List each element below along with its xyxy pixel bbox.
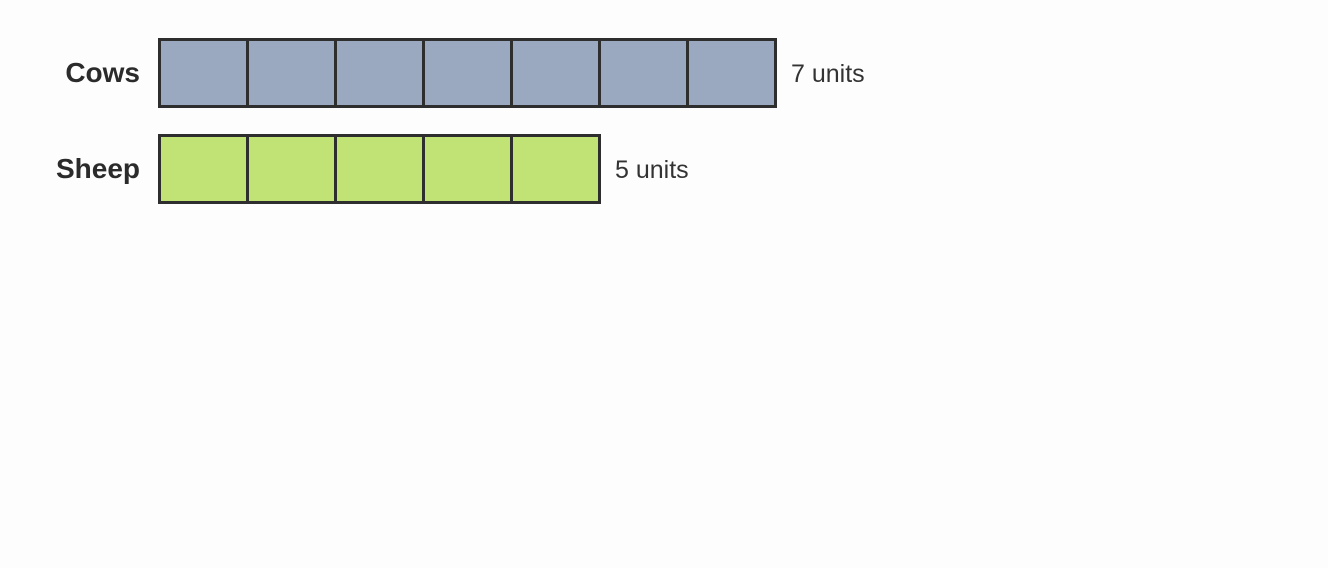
row-label-cows: Cows bbox=[65, 57, 140, 88]
tape-bar-sheep bbox=[158, 134, 601, 204]
unit-cell bbox=[161, 137, 246, 201]
unit-cell bbox=[425, 137, 510, 201]
unit-cell bbox=[161, 41, 246, 105]
unit-cell bbox=[249, 137, 334, 201]
unit-cell bbox=[601, 41, 686, 105]
unit-cell bbox=[513, 137, 598, 201]
units-label-sheep: 5 units bbox=[615, 156, 689, 184]
unit-cell bbox=[249, 41, 334, 105]
unit-cell bbox=[425, 41, 510, 105]
units-label-cows: 7 units bbox=[791, 60, 865, 88]
unit-cell bbox=[513, 41, 598, 105]
unit-cell bbox=[689, 41, 774, 105]
unit-cell bbox=[337, 41, 422, 105]
tape-bar-cows bbox=[158, 38, 777, 108]
unit-cell bbox=[337, 137, 422, 201]
row-label-sheep: Sheep bbox=[55, 153, 140, 184]
